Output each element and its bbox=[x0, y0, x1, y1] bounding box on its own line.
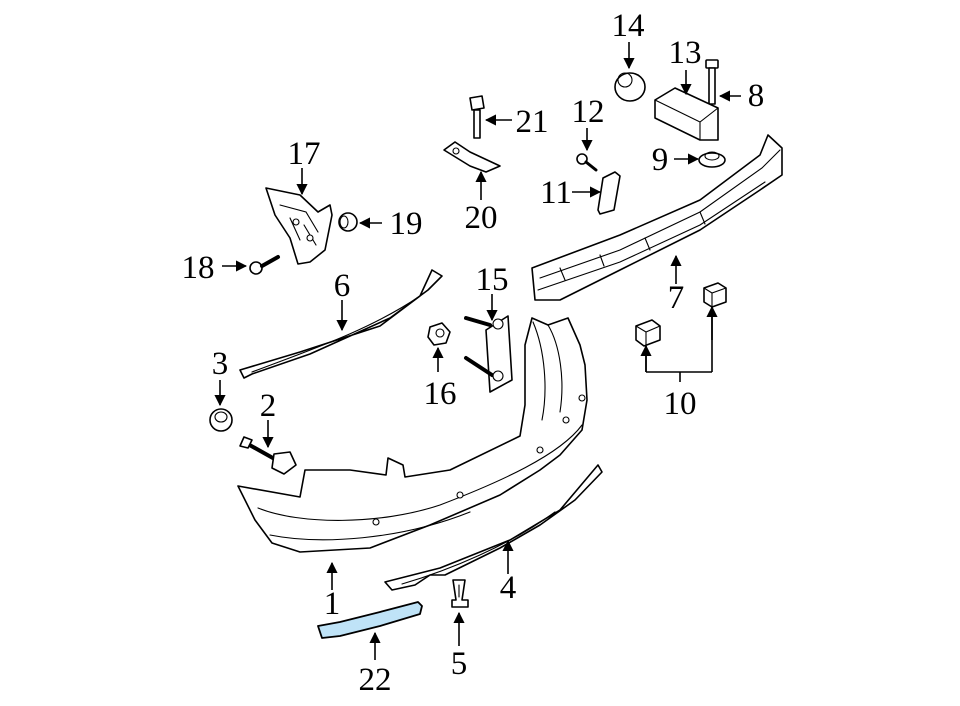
part-2-bolt[interactable] bbox=[239, 436, 297, 475]
part-21-bolt[interactable] bbox=[469, 95, 485, 139]
part-9-nut[interactable] bbox=[698, 151, 726, 168]
callout-6: 6 bbox=[334, 268, 351, 304]
part-18-bolt[interactable] bbox=[249, 255, 280, 275]
part-17-side-bracket[interactable] bbox=[265, 187, 333, 265]
part-11-bracket[interactable] bbox=[597, 171, 621, 215]
callout-10: 10 bbox=[664, 386, 697, 422]
part-14-grommet[interactable] bbox=[614, 72, 646, 102]
part-19-plug[interactable] bbox=[338, 212, 358, 232]
callout-22: 22 bbox=[359, 662, 392, 698]
part-12-screw[interactable] bbox=[576, 153, 598, 172]
callout-19: 19 bbox=[390, 206, 423, 242]
callout-5: 5 bbox=[451, 646, 468, 682]
callout-4: 4 bbox=[500, 570, 517, 606]
part-6-upper-strip[interactable] bbox=[239, 269, 443, 379]
callout-14: 14 bbox=[612, 8, 645, 44]
part-1-bumper-cover[interactable] bbox=[237, 317, 588, 553]
callout-12: 12 bbox=[572, 94, 605, 130]
callout-11: 11 bbox=[540, 175, 572, 211]
callout-labels: 1 2 3 4 5 6 7 8 9 10 11 12 13 14 15 16 1… bbox=[182, 8, 765, 698]
callout-9: 9 bbox=[652, 142, 669, 178]
part-8-bolt[interactable] bbox=[705, 59, 719, 105]
part-20-bracket[interactable] bbox=[443, 141, 501, 173]
callout-7: 7 bbox=[668, 280, 685, 316]
part-7-reinforcement-bar[interactable] bbox=[531, 134, 783, 301]
part-22-reflector[interactable] bbox=[317, 601, 423, 639]
callout-3: 3 bbox=[212, 346, 229, 382]
callout-17: 17 bbox=[288, 136, 321, 172]
callout-21: 21 bbox=[516, 104, 549, 140]
callout-1: 1 bbox=[324, 586, 341, 622]
part-4-valance[interactable] bbox=[384, 464, 603, 591]
callout-16: 16 bbox=[424, 376, 457, 412]
callout-18: 18 bbox=[182, 250, 215, 286]
callout-15: 15 bbox=[476, 262, 509, 298]
callout-2: 2 bbox=[260, 388, 277, 424]
callout-13: 13 bbox=[669, 35, 702, 71]
part-10-pads[interactable] bbox=[635, 282, 727, 347]
part-15-stud-plate[interactable] bbox=[464, 315, 513, 393]
callout-8: 8 bbox=[748, 78, 765, 114]
leader-lines bbox=[214, 42, 741, 660]
callout-20: 20 bbox=[465, 200, 498, 236]
part-3-clip[interactable] bbox=[209, 408, 233, 432]
part-16-nut[interactable] bbox=[427, 322, 451, 346]
part-13-absorber-block[interactable] bbox=[654, 87, 719, 141]
part-5-push-pin[interactable] bbox=[451, 579, 469, 608]
